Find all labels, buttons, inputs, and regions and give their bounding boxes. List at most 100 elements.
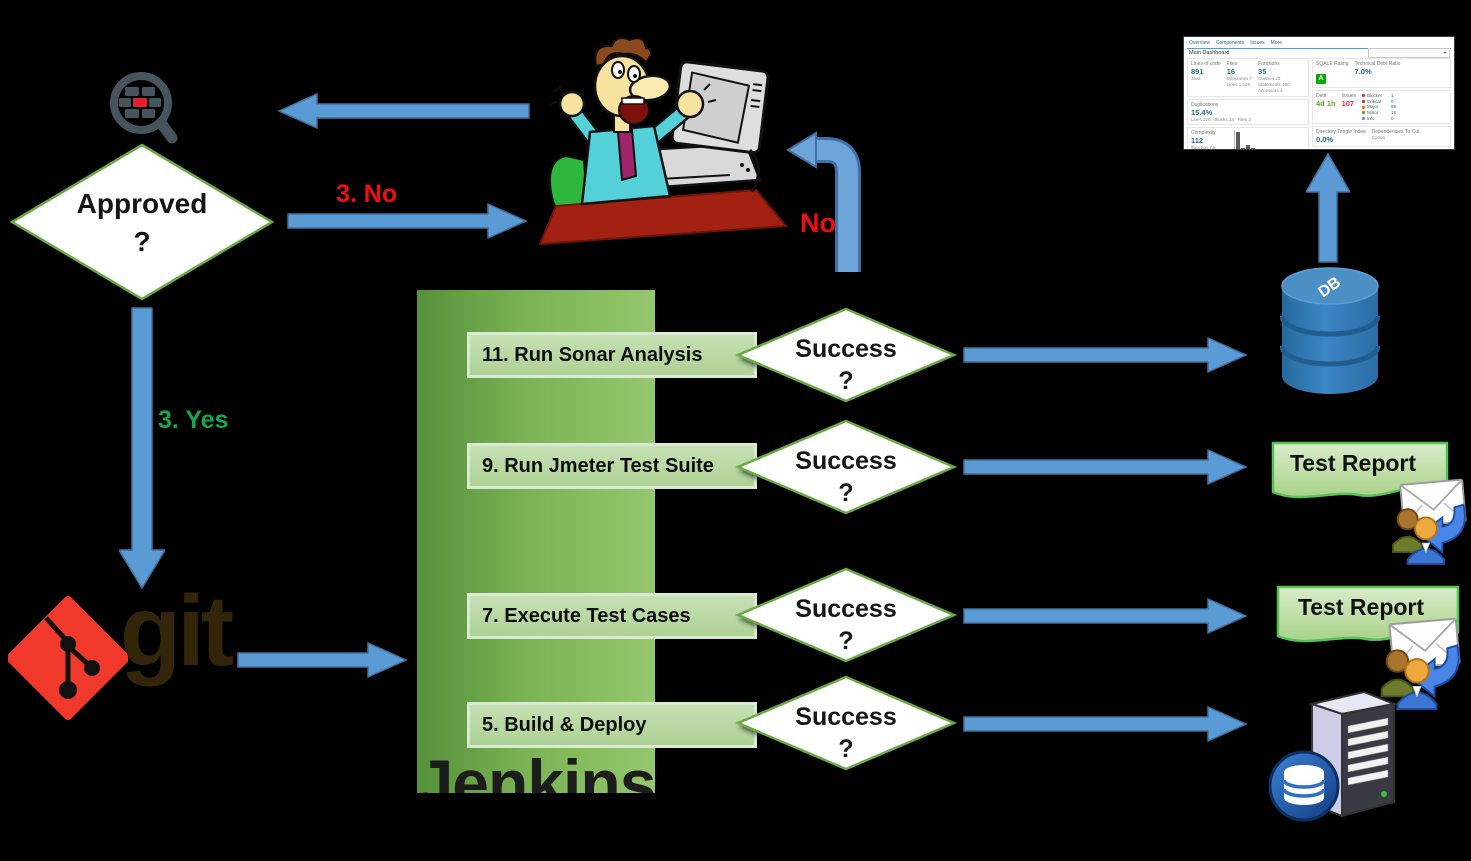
complexity-bar [1261, 149, 1265, 150]
arrow-db-to-dashboard [1306, 152, 1350, 263]
success-label: Success [795, 447, 897, 475]
arrow-testcases-to-report [963, 597, 1248, 635]
label-no-loop: No [800, 208, 836, 238]
nose [628, 74, 672, 102]
git-wordmark: git [120, 575, 234, 687]
complexity-bar [1251, 148, 1256, 149]
sonar-tab: Issues [1250, 40, 1265, 46]
hair [594, 37, 652, 68]
functions-label: Functions [1258, 61, 1280, 67]
period-select [1368, 48, 1450, 58]
success-decision-build: Success ? [734, 673, 958, 785]
sqale-card: SQALE Rating A Technical Debt Ratio 7.0% [1312, 58, 1451, 88]
complexity-bar [1256, 149, 1260, 150]
developer-illustration [538, 37, 789, 246]
step-label: 9. Run Jmeter Test Suite [482, 454, 714, 477]
arrow-git-to-jenkins [237, 641, 408, 679]
pipeline-step-build: 5. Build & Deploy [467, 702, 757, 748]
desk [538, 188, 789, 246]
test-report-1: Test Report [1269, 438, 1451, 508]
step-label: 7. Execute Test Cases [482, 604, 691, 627]
code-review-icon [110, 72, 178, 144]
loc-value: 891 [1191, 67, 1204, 76]
power-led [1381, 791, 1387, 797]
arrow-yes-down-to-git [119, 307, 165, 590]
success-decision-jmeter: Success ? [734, 417, 958, 529]
success-question: ? [838, 627, 854, 655]
arrow-sonar-to-db [963, 336, 1248, 374]
sonar-tab: Overview [1189, 40, 1210, 46]
complexity-bar [1241, 148, 1246, 149]
test-report-label: Test Report [1297, 594, 1425, 620]
arrow-no-loop-to-developer [786, 131, 861, 272]
email-notification-icon-1 [1392, 478, 1467, 565]
label-no-branch: 3. No [336, 180, 398, 208]
files-label: Files [1226, 61, 1238, 67]
sonar-tab: More [1270, 40, 1283, 46]
severity-dot-icon [1362, 116, 1366, 120]
pipeline-step-jmeter: 9. Run Jmeter Test Suite [467, 443, 757, 489]
success-decision-testcases: Success ? [734, 565, 958, 677]
success-decision-sonar: Success ? [734, 305, 958, 417]
complexity-bar [1236, 132, 1241, 149]
success-label: Success [795, 335, 897, 363]
git-logo: git [6, 575, 238, 730]
complexity-bar [1246, 145, 1251, 149]
sonar-complexity-chart [1234, 130, 1293, 150]
duplications-card: Duplications 15.4% Lines 170 Blocks 18 F… [1187, 98, 1309, 126]
severity-dot-icon [1362, 111, 1366, 115]
success-question: ? [838, 479, 854, 507]
severity-dot-icon [1362, 99, 1366, 103]
approved-question: ? [133, 226, 151, 257]
language: Java [1191, 76, 1201, 81]
files-value: 16 [1226, 67, 1236, 76]
email-notification-icon-2 [1380, 618, 1461, 710]
sonar-dashboard-thumbnail: Overview Components Issues More Main Dashbo… [1183, 36, 1455, 150]
cable [748, 149, 760, 193]
review-red-brick [133, 98, 147, 107]
app-server-icon [1268, 690, 1398, 822]
arrow-developer-to-review [277, 92, 530, 130]
step-label: 5. Build & Deploy [482, 713, 647, 736]
complexity-bar [1266, 149, 1270, 150]
step-label: 11. Run Sonar Analysis [482, 343, 703, 366]
arrow-jmeter-to-report [963, 448, 1248, 486]
sonar-title: Main Dashboard [1189, 50, 1230, 56]
computer-monitor [670, 60, 770, 155]
arrow-no-to-developer [287, 202, 528, 240]
complexity-card: Complexity 112 /function 7.9 /class 8.1 … [1187, 127, 1309, 150]
tie [616, 128, 638, 182]
approved-decision: Approved ? [8, 142, 276, 302]
approved-label: Approved [76, 188, 208, 219]
functions-value: 35 [1258, 67, 1267, 76]
success-label: Success [795, 595, 897, 623]
pipeline-step-testcases: 7. Execute Test Cases [467, 593, 757, 639]
git-diamond-icon [6, 596, 130, 720]
right-fist [675, 89, 705, 119]
success-question: ? [838, 367, 854, 395]
sonar-tab: Components [1215, 40, 1245, 46]
severity-dot-icon [1362, 105, 1366, 109]
success-label: Success [795, 703, 897, 731]
label-yes-branch: 3. Yes [158, 406, 229, 434]
success-question: ? [838, 735, 854, 763]
test-report-label: Test Report [1289, 450, 1417, 476]
sqale-badge: A [1316, 74, 1326, 84]
loc-label: Lines of code [1191, 61, 1221, 67]
severity-dot-icon [1362, 94, 1366, 98]
pipeline-step-sonar: 11. Run Sonar Analysis [467, 332, 757, 378]
sonar-tabs: Overview Components Issues More [1187, 39, 1451, 49]
db-cylinder-icon: DB [1280, 267, 1380, 394]
jenkins-label: Jenkins [417, 746, 655, 793]
design-card: Directory Tangle Index 0.0% Dependencies… [1312, 126, 1451, 148]
size-card: Lines of code 891 Java Files 16 Director… [1187, 58, 1309, 97]
arrow-build-to-server [963, 705, 1248, 743]
